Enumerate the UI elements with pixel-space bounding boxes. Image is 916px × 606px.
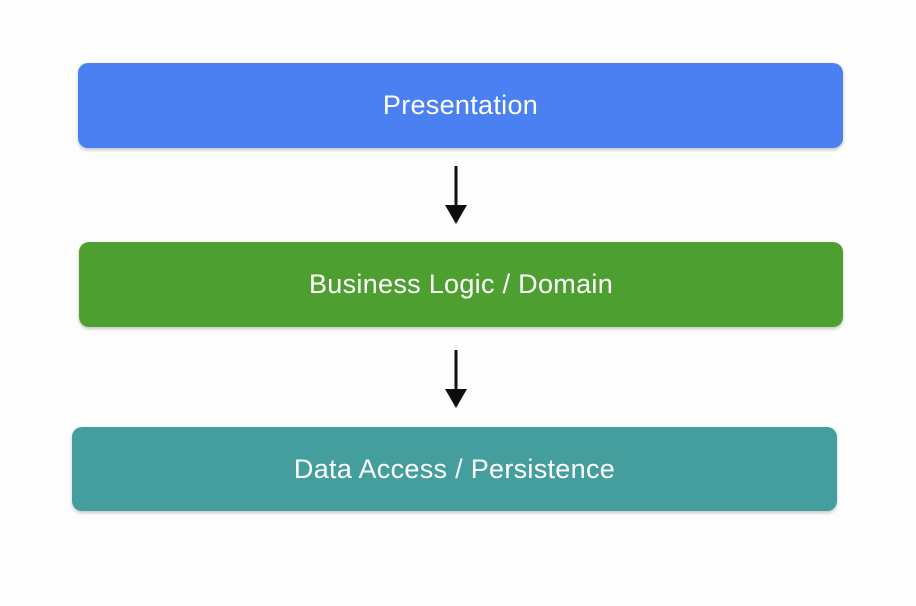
layer-label-business-logic: Business Logic / Domain: [308, 269, 614, 299]
layer-box-business-logic: Business Logic / Domain: [79, 242, 843, 327]
layer-box-data-access: Data Access / Persistence: [72, 427, 837, 511]
layer-label-data-access: Data Access / Persistence: [293, 453, 616, 484]
layer-box-presentation: Presentation: [78, 63, 843, 148]
down-arrow-icon: [444, 350, 468, 408]
layer-label-presentation: Presentation: [382, 90, 539, 120]
down-arrow-icon: [444, 166, 468, 224]
